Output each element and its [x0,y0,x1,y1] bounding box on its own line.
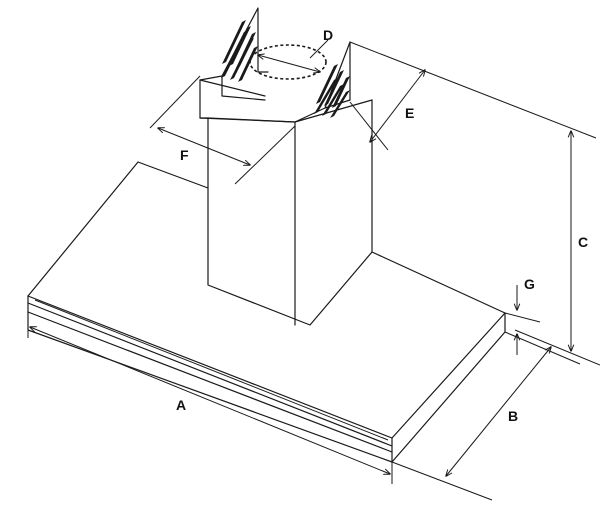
vent-slots-left [221,20,258,82]
label-d: D [323,27,333,43]
label-g: G [524,276,535,292]
dimension-b [391,331,581,501]
dimension-f [149,75,296,185]
label-a: A [176,397,186,413]
label-e: E [405,105,414,121]
dimension-c [349,41,600,366]
dimension-e [349,70,425,151]
dimension-a [27,316,393,484]
label-f: F [180,147,189,163]
hood-canopy [27,161,506,463]
vent-slots-right [314,64,350,118]
dimension-g [504,285,541,355]
duct-collar [249,39,329,80]
chimney [199,7,373,326]
label-c: C [578,234,588,250]
label-b: B [508,408,518,424]
